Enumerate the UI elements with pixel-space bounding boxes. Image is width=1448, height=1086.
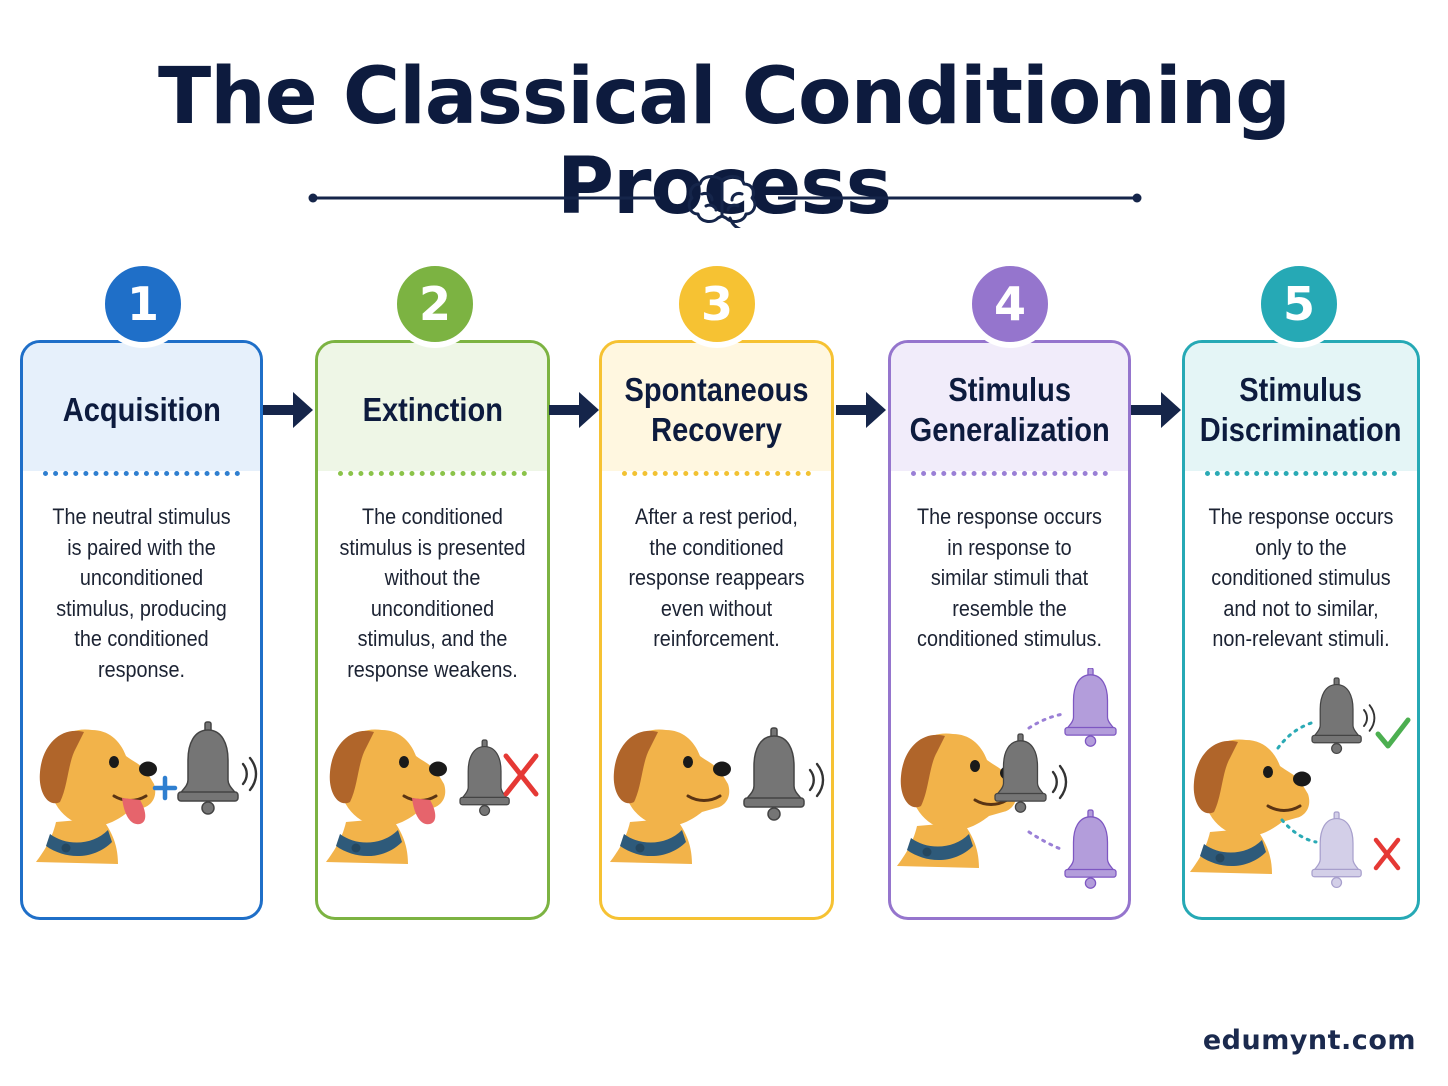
page-title: The Classical Conditioning Process (158, 52, 1291, 232)
step-description: The neutral stimulus is paired with the … (52, 504, 231, 682)
dog-icon (34, 727, 159, 866)
acquisition-illustration (34, 721, 258, 866)
dotted-separator (43, 471, 240, 476)
step-number-badge: 4 (966, 260, 1054, 348)
dotted-separator (338, 471, 527, 476)
arrow-right-icon (263, 392, 313, 428)
bell-icon (459, 739, 510, 817)
step-title: Stimulus Generalization (909, 371, 1110, 448)
stimulus-generalization-illustration (895, 668, 1117, 889)
arrow-right-icon (836, 392, 886, 428)
title-divider (308, 175, 1142, 228)
cross-icon (503, 753, 539, 797)
plus-icon (152, 775, 178, 801)
step-number-badge: 1 (99, 260, 187, 348)
sound-waves (1363, 704, 1376, 732)
step-header: Extinction (318, 343, 547, 471)
bell-icon (1064, 809, 1117, 889)
sound-waves (241, 756, 258, 792)
spontaneous-recovery-illustration (608, 727, 825, 866)
bell-icon (1311, 677, 1362, 755)
step-card-spontaneous-recovery: Spontaneous Recovery After a rest period… (599, 340, 834, 920)
step-description: The response occurs only to the conditio… (1208, 504, 1394, 651)
bell-icon (1311, 811, 1362, 889)
step-title: Acquisition (62, 391, 221, 428)
dotted-separator (1205, 471, 1397, 476)
check-icon (1375, 717, 1411, 749)
stimulus-discrimination-illustration (1188, 677, 1411, 889)
arrow-right-icon (1131, 392, 1181, 428)
step-title: Spontaneous Recovery (624, 371, 809, 448)
sound-waves (808, 762, 825, 798)
step-number-badge: 5 (1255, 260, 1343, 348)
step-title: Stimulus Discrimination (1200, 371, 1402, 448)
dotted-separator (911, 471, 1108, 476)
step-header: Spontaneous Recovery (602, 343, 831, 471)
step-header: Acquisition (23, 343, 260, 471)
bell-icon (1064, 668, 1117, 747)
sound-waves (1051, 764, 1068, 800)
arrow-right-icon (549, 392, 599, 428)
step-header: Stimulus Generalization (891, 343, 1128, 471)
step-title: Extinction (362, 391, 503, 428)
dog-icon (608, 727, 733, 866)
dotted-separator (622, 471, 811, 476)
bell-icon (743, 727, 805, 821)
step-description: The response occurs in response to simil… (917, 504, 1102, 651)
step-description: After a rest period, the conditioned res… (628, 504, 805, 651)
cross-icon (1373, 837, 1401, 871)
dog-icon (324, 727, 449, 866)
step-number-badge: 2 (391, 260, 479, 348)
step-header: Stimulus Discrimination (1185, 343, 1417, 471)
extinction-illustration (324, 727, 539, 866)
brain-icon (687, 175, 757, 228)
step-description: The conditioned stimulus is presented wi… (339, 504, 526, 682)
step-number-badge: 3 (673, 260, 761, 348)
bell-icon (177, 721, 239, 815)
dog-icon (1188, 737, 1313, 876)
footer-site: edumynt.com (1202, 1025, 1416, 1056)
